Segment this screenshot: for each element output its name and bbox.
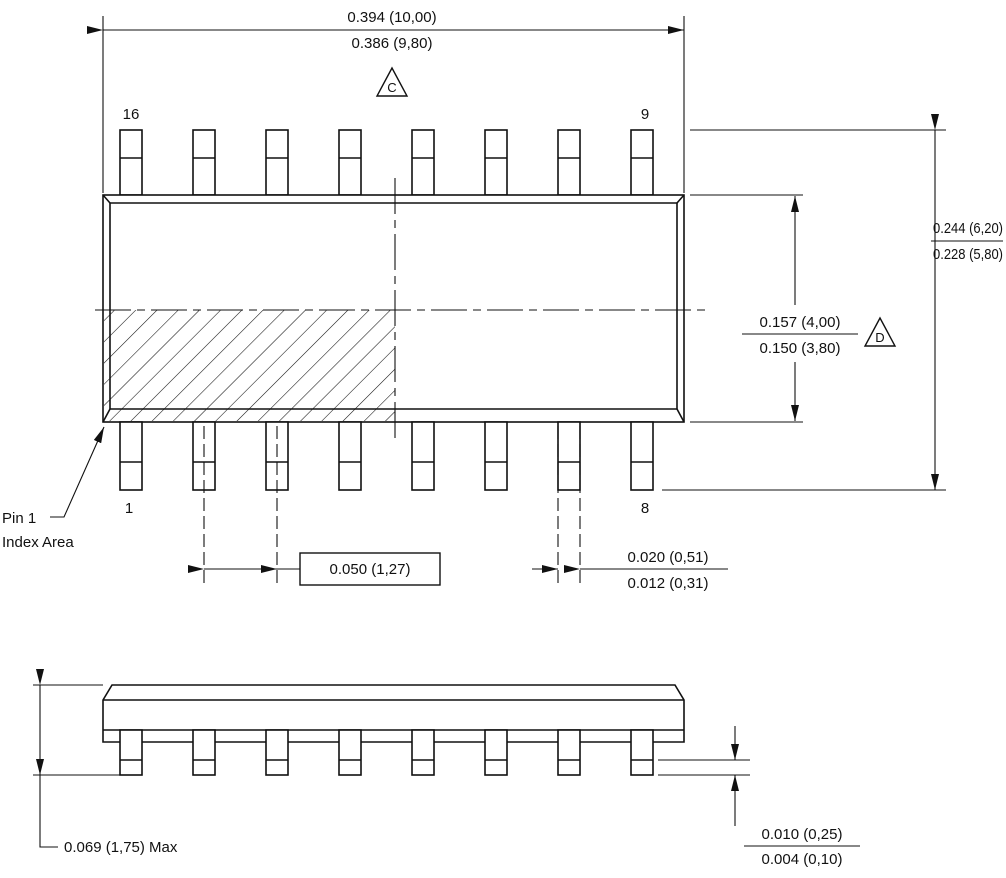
pin-number-9: 9 [641,106,649,123]
bottom-lead-row: 1 8 [119,421,654,517]
pin-lead [630,421,654,491]
dim-lead-width-max: 0.020 (0,51) [628,549,709,566]
pin1-label: Pin 1 [2,510,36,527]
top-view: 0.394 (10,00) 0.386 (9,80) C 16 9 [2,9,1003,592]
pin-lead [630,729,654,776]
dim-body-width-min: 0.150 (3,80) [760,340,841,357]
dim-span-max: 0.244 (6,20) [933,220,1003,237]
pin-number-16: 16 [123,106,140,123]
body-chamfer [676,408,685,423]
datum-c-label: C [387,80,396,95]
pin-lead [411,729,435,776]
pin-lead [338,129,362,196]
dim-lead-width-min: 0.012 (0,31) [628,575,709,592]
dim-pitch: 0.050 (1,27) [330,561,411,578]
pin-lead [411,421,435,491]
pin-lead [192,129,216,196]
pin-lead [119,421,143,491]
datum-c-triangle-icon [375,66,409,97]
pin-lead [484,421,508,491]
pin-lead [484,129,508,196]
dim-length-min: 0.386 (9,80) [352,35,433,52]
leader-line [39,775,58,848]
dim-height-max: 0.069 (1,75) Max [64,839,178,856]
basic-dimension-box [299,552,441,586]
pin-lead [557,729,581,776]
pin-lead [557,421,581,491]
body-chamfer [102,194,111,204]
pin-lead [119,129,143,196]
pin-number-1: 1 [125,500,133,517]
top-lead-row: 16 9 [119,106,654,196]
pin-lead [192,729,216,776]
pitch-dimension: 0.050 (1,27) [188,426,441,586]
pin-number-8: 8 [641,500,649,517]
pin-lead [265,129,289,196]
body-chamfer [676,194,685,204]
pin-lead [411,129,435,196]
index-area-label: Index Area [2,534,74,551]
leader-line [50,426,105,518]
package-body [95,178,705,442]
side-body-outline [102,684,685,743]
pin-lead [484,729,508,776]
dim-span-min: 0.228 (5,80) [933,246,1003,263]
pin1-index-callout: Pin 1 Index Area [2,426,105,551]
dim-length-max: 0.394 (10,00) [347,9,436,26]
pin-lead [557,129,581,196]
datum-d-label: D [875,330,884,345]
length-dimension: 0.394 (10,00) 0.386 (9,80) C [87,9,685,193]
pin-lead [338,421,362,491]
datum-d-triangle-icon [863,316,897,347]
dim-standoff-max: 0.010 (0,25) [762,826,843,843]
height-dimension: 0.069 (1,75) Max [33,669,178,856]
side-body [102,684,685,743]
pin-lead [338,729,362,776]
standoff-dimension: 0.010 (0,25) 0.004 (0,10) [658,726,860,868]
lead-width-dimension: 0.020 (0,51) 0.012 (0,31) [532,426,728,592]
side-view: 0.069 (1,75) Max 0.010 (0,25) 0.004 (0,1… [33,669,860,868]
span-dimension: 0.244 (6,20) 0.228 (5,80) [662,114,1003,491]
pin1-index-hatch-area [104,310,395,421]
pin-lead [265,729,289,776]
dim-standoff-min: 0.004 (0,10) [762,851,843,868]
pin-lead [119,729,143,776]
body-width-dimension: 0.157 (4,00) 0.150 (3,80) D [690,194,897,423]
pin-lead [630,129,654,196]
dim-body-width-max: 0.157 (4,00) [760,314,841,331]
